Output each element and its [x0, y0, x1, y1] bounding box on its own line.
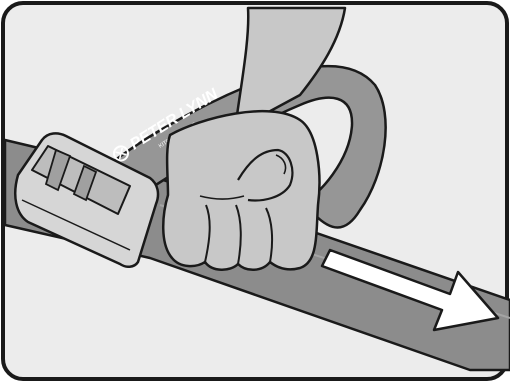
illustration-canvas: PETER LYNN KITE BOARDING: [0, 0, 510, 382]
strap-tightening-illustration: PETER LYNN KITE BOARDING: [0, 0, 510, 382]
